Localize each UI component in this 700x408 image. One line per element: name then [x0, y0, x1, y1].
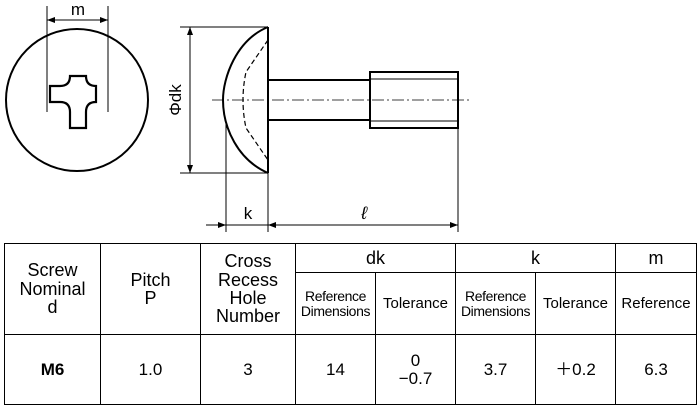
header-dk-reference: Reference Dimensions: [295, 272, 376, 335]
cell-k-reference: 3.7: [455, 334, 537, 405]
cross-recess-shape: [48, 74, 98, 130]
cell-cross-recess: 3: [200, 334, 296, 405]
cell-dk-reference: 14: [295, 334, 376, 405]
table-row: M6 1.0 3 14 0 −0.7 3.7 ＋0.2 6.3: [4, 334, 698, 405]
cell-pitch: 1.0: [100, 334, 201, 405]
head-top-view: m: [5, 0, 149, 172]
screw-side-view: [212, 26, 470, 174]
header-m-reference: Reference: [615, 272, 698, 335]
cell-nominal: M6: [4, 334, 101, 405]
cell-k-tolerance: ＋0.2: [535, 334, 617, 405]
header-dk-tolerance: Tolerance: [374, 272, 457, 335]
dimension-k-l: k ℓ: [206, 122, 459, 232]
header-k: k: [455, 243, 617, 273]
cell-m-reference: 6.3: [615, 334, 698, 405]
dimension-label-m: m: [71, 0, 85, 19]
screw-technical-drawing: m Φdk k ℓ: [5, 0, 470, 232]
cell-dk-tolerance: 0 −0.7: [374, 334, 457, 405]
header-cross-recess: Cross Recess Hole Number: [200, 243, 296, 335]
dimension-dk: Φdk: [166, 26, 268, 174]
dimension-label-k: k: [244, 204, 253, 223]
header-dk: dk: [294, 243, 457, 273]
specification-table: Screw Nominal d Pitch P Cross Recess Hol…: [4, 243, 698, 405]
header-pitch: Pitch P: [100, 243, 201, 335]
header-k-tolerance: Tolerance: [535, 272, 617, 335]
header-screw-nominal: Screw Nominal d: [4, 243, 101, 335]
header-k-reference: Reference Dimensions: [455, 272, 537, 335]
dimension-label-l: ℓ: [360, 203, 368, 223]
header-m: m: [615, 243, 698, 273]
dimension-label-dk: Φdk: [166, 84, 185, 116]
